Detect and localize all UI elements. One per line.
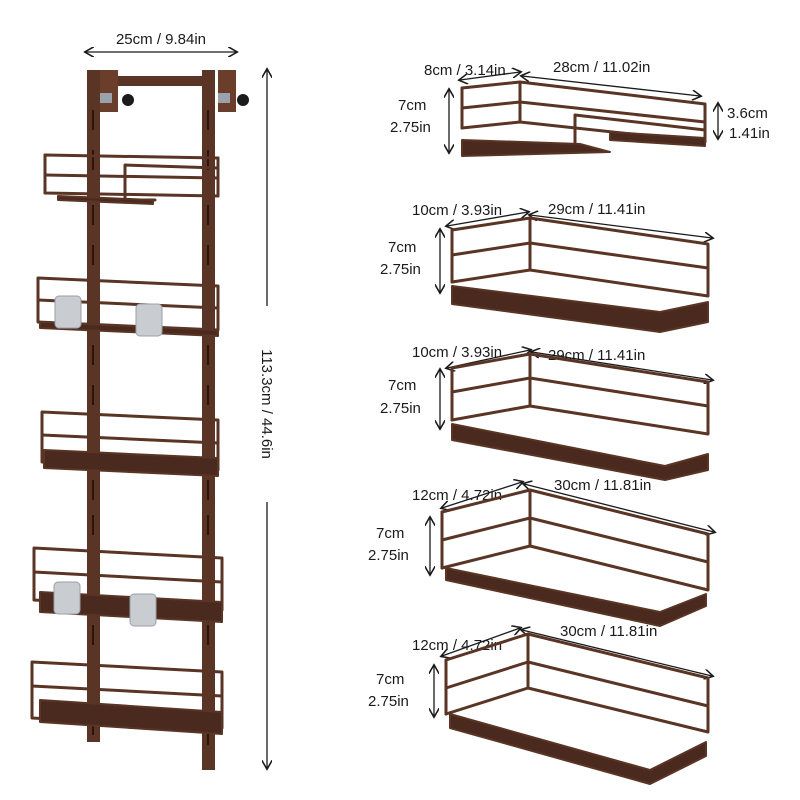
adhesive-hook-icon bbox=[53, 581, 157, 627]
basket-2-length-label: 29cm / 11.41in bbox=[548, 201, 645, 218]
rack-basket-3 bbox=[40, 410, 220, 477]
adhesive-hook-icon bbox=[54, 295, 163, 337]
assembled-rack: 25cm / 9.84in 113.3cm / 44.6in bbox=[30, 31, 275, 770]
door-hook-left bbox=[100, 70, 118, 112]
basket-1-height-cm: 7cm bbox=[398, 97, 426, 114]
basket-3-height-in: 2.75in bbox=[380, 400, 421, 417]
basket-3-height-cm: 7cm bbox=[388, 377, 416, 394]
basket-2-height-in: 2.75in bbox=[380, 261, 421, 278]
basket-5-height-cm: 7cm bbox=[376, 671, 404, 688]
knob-icon bbox=[237, 94, 249, 106]
basket-1-tray-in: 1.41in bbox=[729, 125, 770, 142]
rack-width-label: 25cm / 9.84in bbox=[116, 31, 206, 48]
basket-4-length-label: 30cm / 11.81in bbox=[554, 477, 651, 494]
basket-1-length-label: 28cm / 11.02in bbox=[553, 59, 650, 76]
basket-5-height-in: 2.75in bbox=[368, 693, 409, 710]
knob-icon bbox=[122, 94, 134, 106]
door-hook-bar bbox=[98, 76, 204, 86]
basket-1-tray-cm: 3.6cm bbox=[727, 105, 768, 122]
door-hook-right bbox=[218, 70, 236, 112]
basket-2-height-cm: 7cm bbox=[388, 239, 416, 256]
basket-1-height-in: 2.75in bbox=[390, 119, 431, 136]
basket-2-detail: 10cm / 3.93in 29cm / 11.41in 7cm 2.75in bbox=[380, 201, 712, 333]
basket-5-length-label: 30cm / 11.81in bbox=[560, 623, 657, 640]
basket-3-detail: 10cm / 3.93in 29cm / 11.41in 7cm 2.75in bbox=[380, 344, 712, 481]
rack-basket-5 bbox=[30, 660, 224, 735]
rack-height-label: 113.3cm / 44.6in bbox=[258, 349, 275, 459]
basket-2-depth-label: 10cm / 3.93in bbox=[412, 202, 502, 219]
rack-basket-2 bbox=[36, 276, 220, 337]
basket-1-depth-label: 8cm / 3.14in bbox=[424, 62, 506, 79]
basket-4-height-cm: 7cm bbox=[376, 525, 404, 542]
basket-5-detail: 12cm / 4.72in 30cm / 11.81in 7cm 2.75in bbox=[368, 623, 712, 785]
basket-1-detail: 8cm / 3.14in 28cm / 11.02in 7cm 2.75in 3… bbox=[390, 59, 770, 157]
basket-4-detail: 12cm / 4.72in 30cm / 11.81in 7cm 2.75in bbox=[368, 477, 714, 627]
basket-4-height-in: 2.75in bbox=[368, 547, 409, 564]
rack-basket-1 bbox=[43, 153, 220, 205]
